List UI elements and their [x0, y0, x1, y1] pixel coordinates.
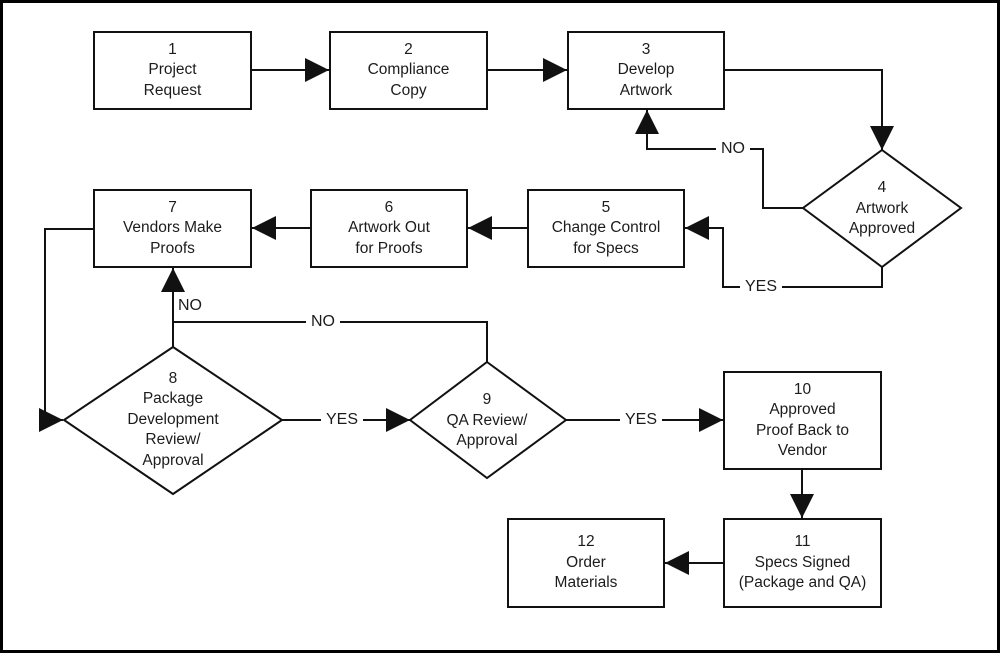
node-compliance-copy: 2 Compliance Copy	[329, 31, 488, 110]
node-project-request: 1 Project Request	[93, 31, 252, 110]
node-qa-review-label: 9 QA Review/ Approval	[446, 391, 528, 450]
node-vendors-make-proofs: 7 Vendors Make Proofs	[93, 189, 252, 268]
decision-package-review-shape	[62, 345, 284, 496]
node-approved-proof-back: 10 Approved Proof Back to Vendor	[723, 371, 882, 470]
edge-label-yes-qa: YES	[619, 411, 663, 429]
node-specs-signed: 11 Specs Signed (Package and QA)	[723, 518, 882, 608]
edge-label-no-package: NO	[176, 297, 204, 315]
node-package-review-label: 8 Package Development Review/ Approval	[127, 369, 219, 469]
edge-4-no-to-3	[635, 110, 804, 209]
edge-label-yes-package: YES	[320, 411, 364, 429]
node-artwork-out: 6 Artwork Out for Proofs	[310, 189, 468, 268]
node-order-materials: 12 Order Materials	[507, 518, 665, 608]
edge-label-yes-artwork: YES	[739, 278, 783, 296]
node-change-control: 5 Change Control for Specs	[527, 189, 685, 268]
edge-4-yes-to-5	[685, 216, 883, 288]
edge-9-no-to-7	[173, 321, 488, 362]
decision-qa-review-shape	[408, 360, 568, 480]
edge-label-no-qa: NO	[306, 313, 340, 331]
edge-label-no-artwork: NO	[716, 140, 750, 158]
node-develop-artwork: 3 Develop Artwork	[567, 31, 725, 110]
edge-7-to-8	[39, 228, 93, 432]
node-artwork-approved-label: 4 Artwork Approved	[848, 179, 916, 238]
edge-3-to-4	[724, 69, 894, 150]
